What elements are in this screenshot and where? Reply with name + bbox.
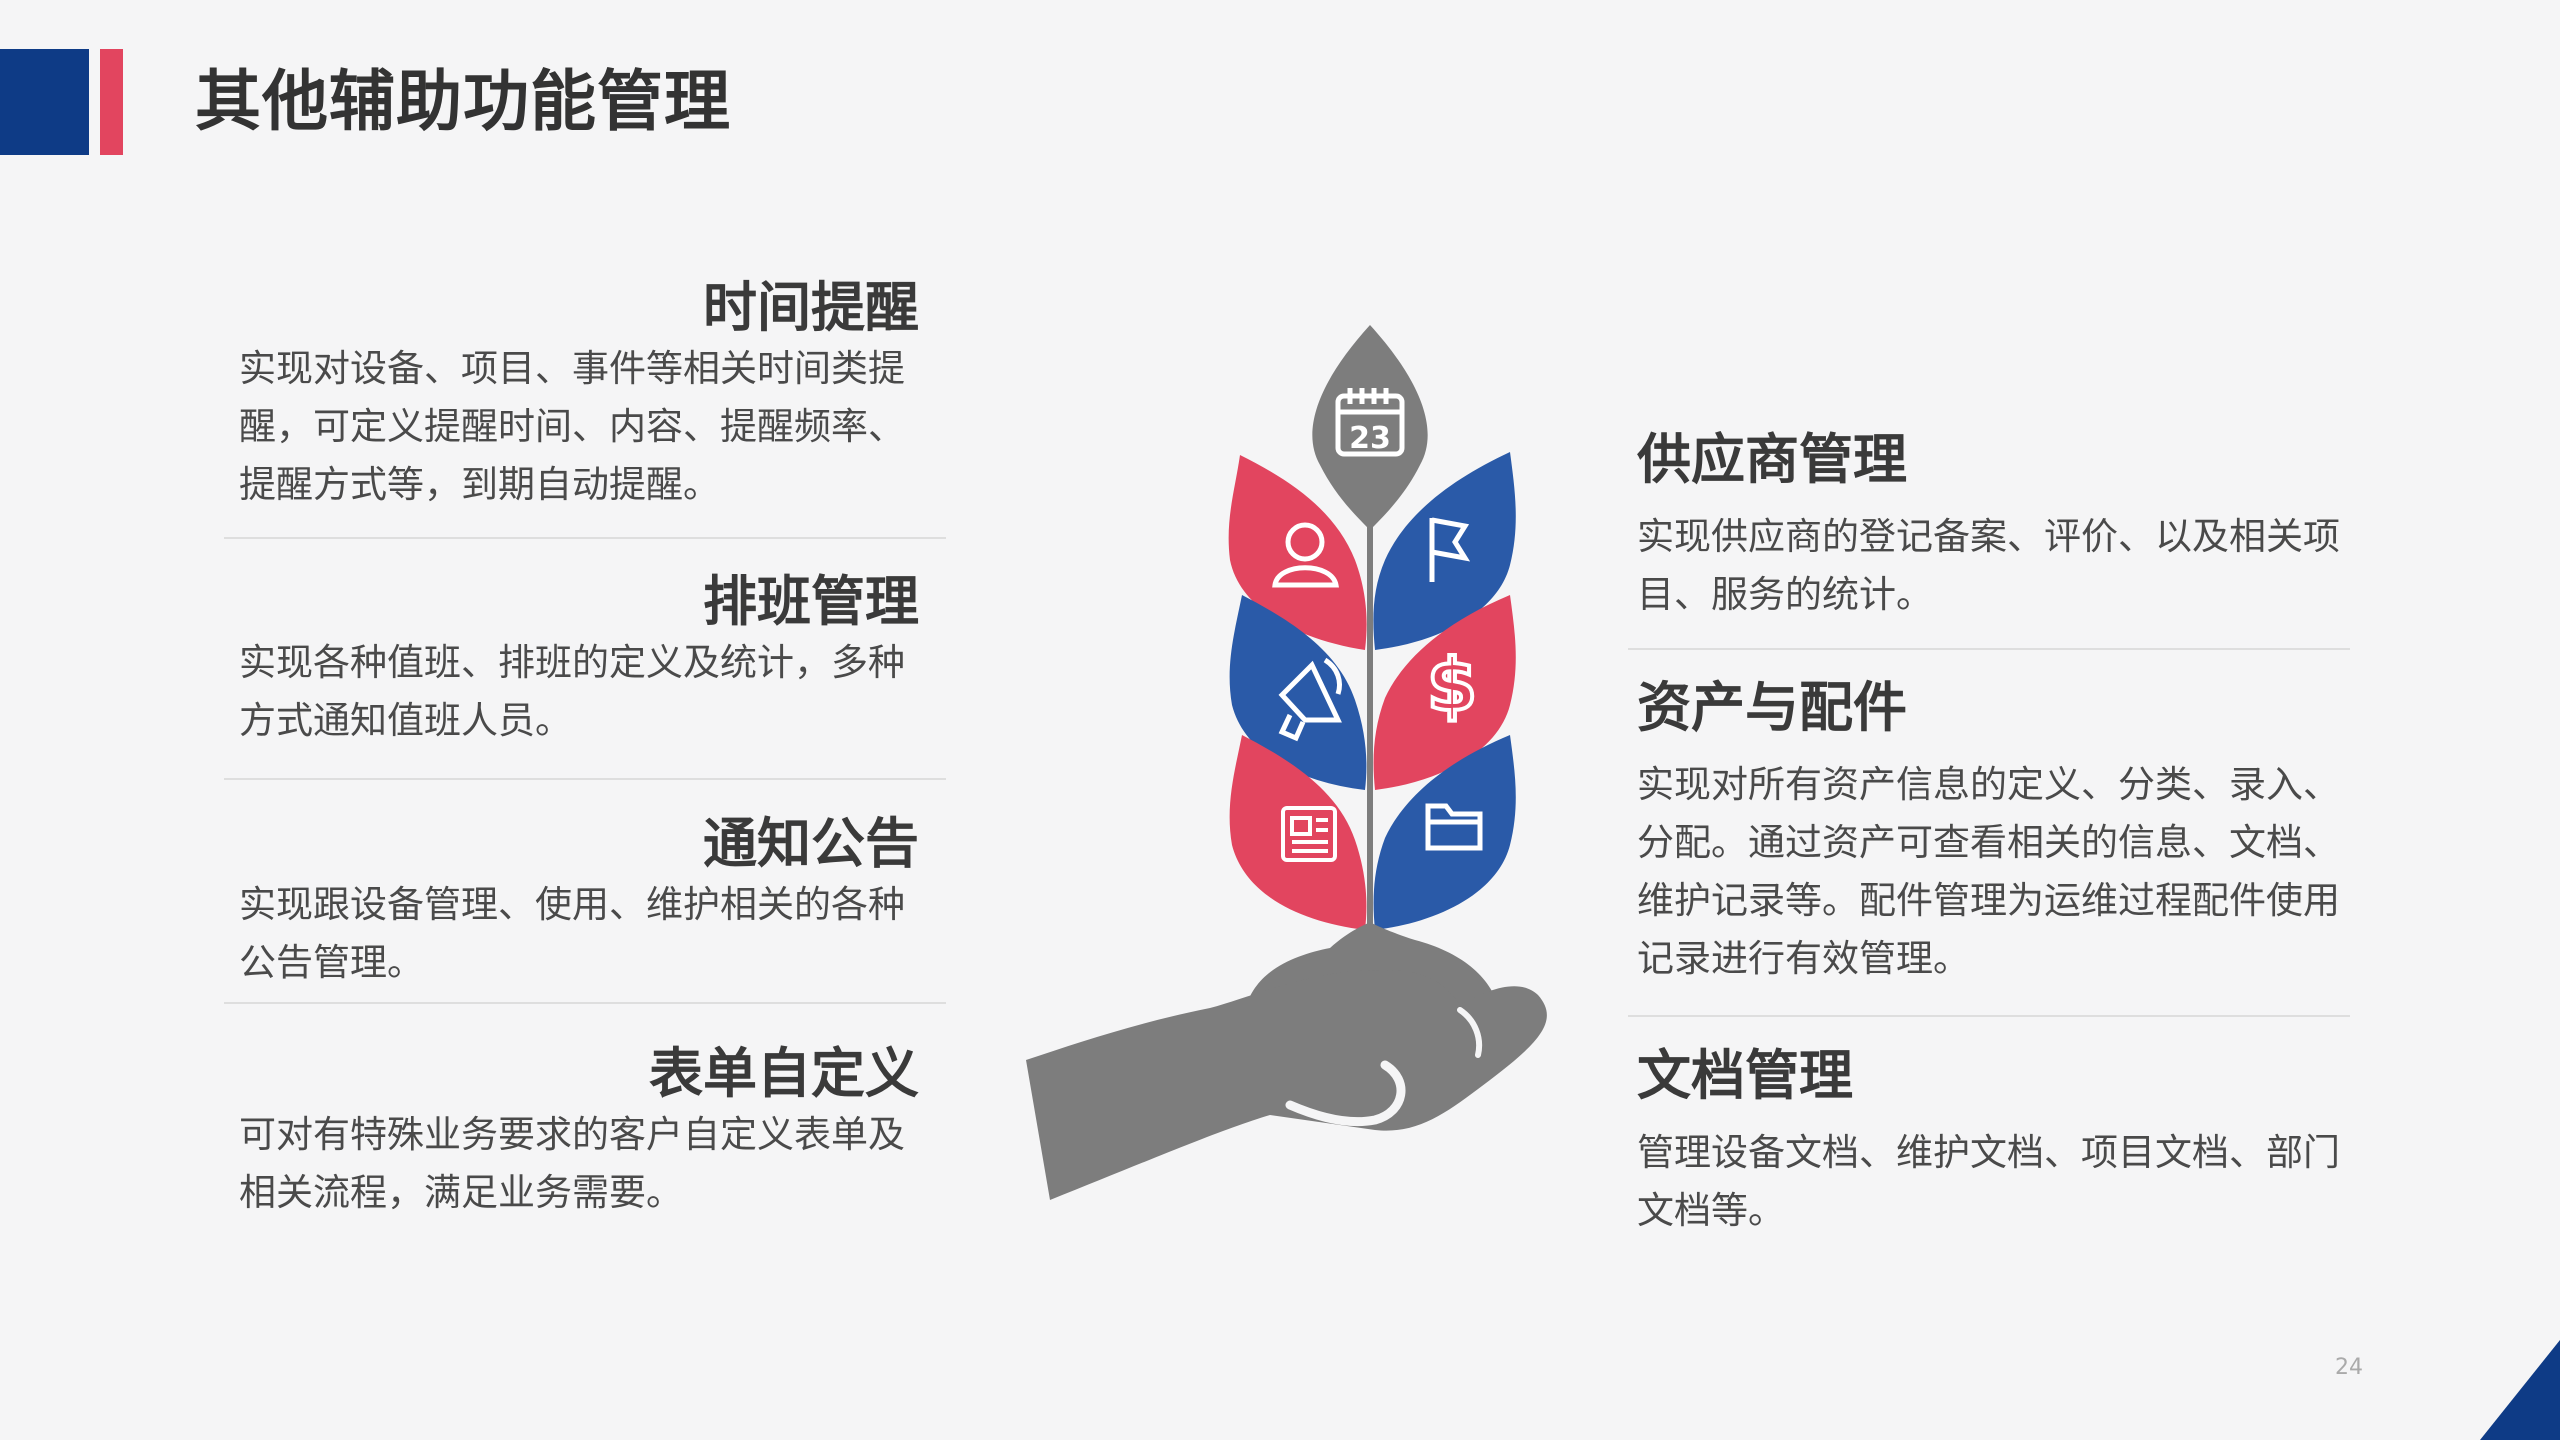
section-custom-form: 表单自定义 可对有特殊业务要求的客户自定义表单及相关流程，满足业务需要。 xyxy=(239,1042,919,1222)
section-shift-management: 排班管理 实现各种值班、排班的定义及统计，多种方式通知值班人员。 xyxy=(239,570,919,750)
page-title: 其他辅助功能管理 xyxy=(195,63,731,140)
section-heading: 通知公告 xyxy=(703,812,919,875)
section-heading: 资产与配件 xyxy=(1637,676,1907,739)
section-text: 实现对所有资产信息的定义、分类、录入、分配。通过资产可查看相关的信息、文档、维护… xyxy=(1637,763,2340,980)
flag-icon xyxy=(1429,517,1471,582)
section-text: 实现对设备、项目、事件等相关时间类提醒，可定义提醒时间、内容、提醒频率、提醒方式… xyxy=(239,347,905,506)
section-heading: 供应商管理 xyxy=(1637,428,1907,491)
plant-hand-illustration: 23 $ xyxy=(1026,325,1547,1200)
hand-icon xyxy=(1026,970,1547,1200)
section-text: 可对有特殊业务要求的客户自定义表单及相关流程，满足业务需要。 xyxy=(239,1113,905,1214)
section-heading: 排班管理 xyxy=(703,570,919,633)
section-supplier-management: 供应商管理 实现供应商的登记备案、评价、以及相关项目、服务的统计。 xyxy=(1637,428,2357,624)
divider xyxy=(1628,648,2350,650)
svg-text:$: $ xyxy=(1427,643,1477,727)
page-number: 24 xyxy=(2335,1355,2363,1380)
section-text: 实现跟设备管理、使用、维护相关的各种公告管理。 xyxy=(239,883,905,984)
divider xyxy=(224,778,946,780)
leaf-right-3 xyxy=(1373,735,1516,930)
leaf-left-2 xyxy=(1229,595,1367,790)
section-time-reminder: 时间提醒 实现对设备、项目、事件等相关时间类提醒，可定义提醒时间、内容、提醒频率… xyxy=(239,276,919,514)
section-heading: 文档管理 xyxy=(1637,1044,1853,1107)
leaf-right-1 xyxy=(1373,452,1516,650)
section-document-management: 文档管理 管理设备文档、维护文档、项目文档、部门文档等。 xyxy=(1637,1044,2357,1240)
divider xyxy=(1628,1015,2350,1017)
dollar-icon: $ xyxy=(1425,641,1479,729)
leaf-left-1 xyxy=(1228,455,1367,650)
leaf-top xyxy=(1312,325,1428,530)
section-heading: 表单自定义 xyxy=(649,1042,919,1105)
leaf-right-2 xyxy=(1373,595,1516,790)
section-text: 实现各种值班、排班的定义及统计，多种方式通知值班人员。 xyxy=(239,641,905,742)
user-icon xyxy=(1272,522,1339,588)
corner-decoration xyxy=(2480,1340,2560,1440)
divider xyxy=(224,1002,946,1004)
section-text: 实现供应商的登记备案、评价、以及相关项目、服务的统计。 xyxy=(1637,515,2340,616)
section-notice: 通知公告 实现跟设备管理、使用、维护相关的各种公告管理。 xyxy=(239,812,919,992)
section-heading: 时间提醒 xyxy=(703,276,919,339)
header-red-bar xyxy=(100,49,123,155)
section-assets-parts: 资产与配件 实现对所有资产信息的定义、分类、录入、分配。通过资产可查看相关的信息… xyxy=(1637,676,2357,988)
divider xyxy=(224,537,946,539)
megaphone-icon xyxy=(1278,657,1342,742)
calendar-day: 23 xyxy=(1349,421,1391,456)
section-text: 管理设备文档、维护文档、项目文档、部门文档等。 xyxy=(1637,1131,2340,1232)
newspaper-icon xyxy=(1281,806,1337,862)
calendar-icon xyxy=(1335,388,1405,457)
header-blue-block xyxy=(0,49,89,155)
folder-icon xyxy=(1425,803,1483,851)
